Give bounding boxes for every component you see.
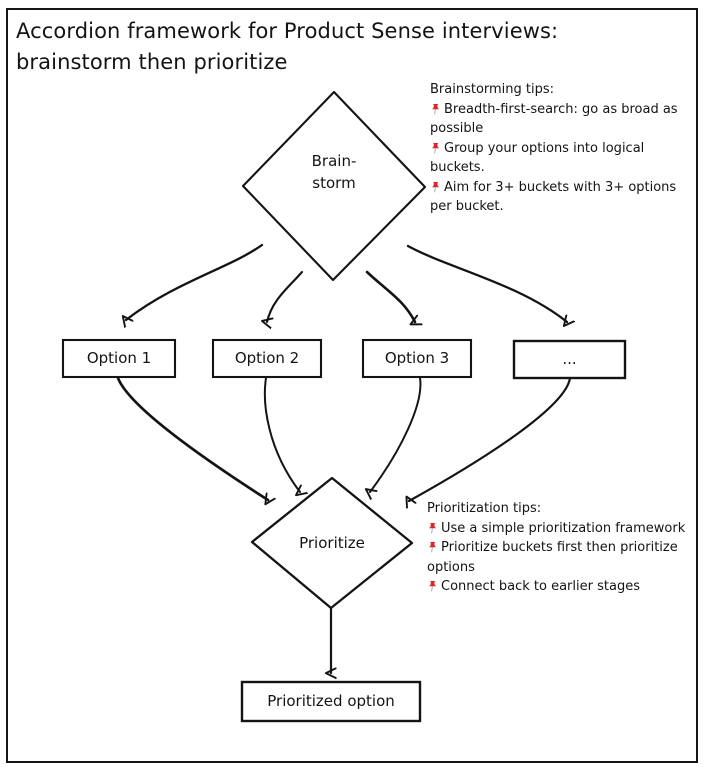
pushpin-icon xyxy=(430,180,441,194)
brainstorming-tip-text: Breadth-first-search: go as broad as pos… xyxy=(430,101,678,137)
pushpin-icon xyxy=(427,579,438,593)
prioritization-tip-item: Use a simple prioritization framework xyxy=(427,519,687,539)
brainstorming-tip-item: Group your options into logical buckets. xyxy=(430,139,686,178)
prioritization-tip-text: Prioritize buckets first then prioritize… xyxy=(427,540,678,575)
prioritization-tip-item: Connect back to earlier stages xyxy=(427,577,687,597)
brainstorming-tip-item: Aim for 3+ buckets with 3+ options per b… xyxy=(430,178,686,217)
pushpin-icon xyxy=(427,521,438,535)
brainstorming-tip-text: Aim for 3+ buckets with 3+ options per b… xyxy=(430,179,677,215)
prioritization-tips: Prioritization tips: Use a simple priori… xyxy=(427,499,687,597)
brainstorming-tips: Brainstorming tips: Breadth-first-search… xyxy=(430,80,686,217)
pushpin-icon xyxy=(427,540,438,554)
prioritization-tip-text: Use a simple prioritization framework xyxy=(441,520,686,536)
prioritization-tips-heading: Prioritization tips: xyxy=(427,501,542,516)
brainstorming-tip-item: Breadth-first-search: go as broad as pos… xyxy=(430,100,686,139)
pushpin-icon xyxy=(430,102,441,116)
page-title: Accordion framework for Product Sense in… xyxy=(16,19,559,74)
prioritization-tip-item: Prioritize buckets first then prioritize… xyxy=(427,538,687,577)
prioritization-tip-text: Connect back to earlier stages xyxy=(441,579,640,594)
pushpin-icon xyxy=(430,141,441,155)
brainstorming-tip-text: Group your options into logical buckets. xyxy=(430,140,645,176)
brainstorming-tips-heading: Brainstorming tips: xyxy=(430,82,555,97)
